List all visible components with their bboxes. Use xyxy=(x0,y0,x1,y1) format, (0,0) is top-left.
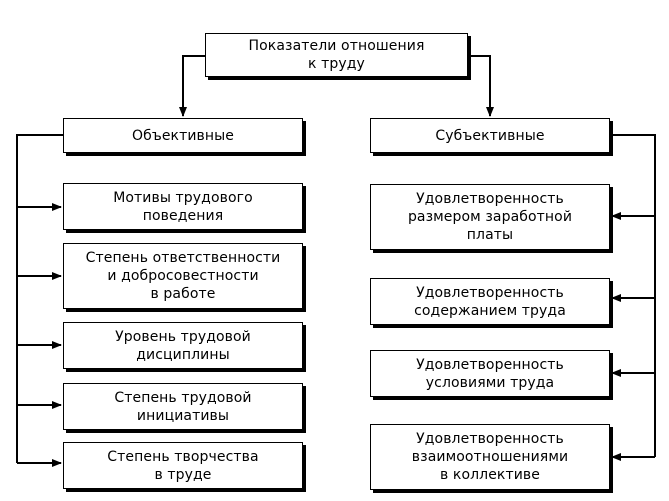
root-label: Показатели отношения к труду xyxy=(248,38,425,72)
objective-category-node: Объективные xyxy=(63,118,303,153)
subjective-spine xyxy=(610,134,656,457)
subjective-item-label: Удовлетворенность содержанием труда xyxy=(414,284,566,319)
root-connector xyxy=(179,55,205,117)
subjective-item-label: Удовлетворенность взаимоотношениями в ко… xyxy=(411,431,569,483)
subjective-item-node: Удовлетворенность содержанием труда xyxy=(370,278,610,325)
subjective-category-node: Субъективные xyxy=(370,118,610,153)
objective-item-label: Уровень трудовой дисциплины xyxy=(115,328,251,363)
root-node: Показатели отношения к труду xyxy=(205,33,468,77)
objective-item-label: Степень творчества в труде xyxy=(107,448,259,483)
objective-item-node: Степень творчества в труде xyxy=(63,442,303,489)
objective-spine xyxy=(16,134,63,463)
subjective-category-label: Субъективные xyxy=(435,127,545,144)
objective-item-node: Мотивы трудового поведения xyxy=(63,183,303,230)
objective-category-label: Объективные xyxy=(131,127,235,144)
objective-item-node: Уровень трудовой дисциплины xyxy=(63,322,303,369)
subjective-item-node: Удовлетворенность условиями труда xyxy=(370,350,610,397)
subjective-item-label: Удовлетворенность условиями труда xyxy=(416,356,564,391)
objective-item-node: Степень трудовой инициативы xyxy=(63,383,303,430)
subjective-item-node: Удовлетворенность взаимоотношениями в ко… xyxy=(370,424,610,490)
subjective-item-label: Удовлетворенность размером заработной пл… xyxy=(407,191,573,243)
objective-item-node: Степень ответственности и добросовестнос… xyxy=(63,243,303,309)
subjective-item-node: Удовлетворенность размером заработной пл… xyxy=(370,184,610,250)
root-connector-right xyxy=(468,55,494,117)
objective-item-label: Степень трудовой инициативы xyxy=(114,389,252,424)
objective-item-label: Мотивы трудового поведения xyxy=(113,189,253,224)
objective-item-label: Степень ответственности и добросовестнос… xyxy=(85,250,281,302)
